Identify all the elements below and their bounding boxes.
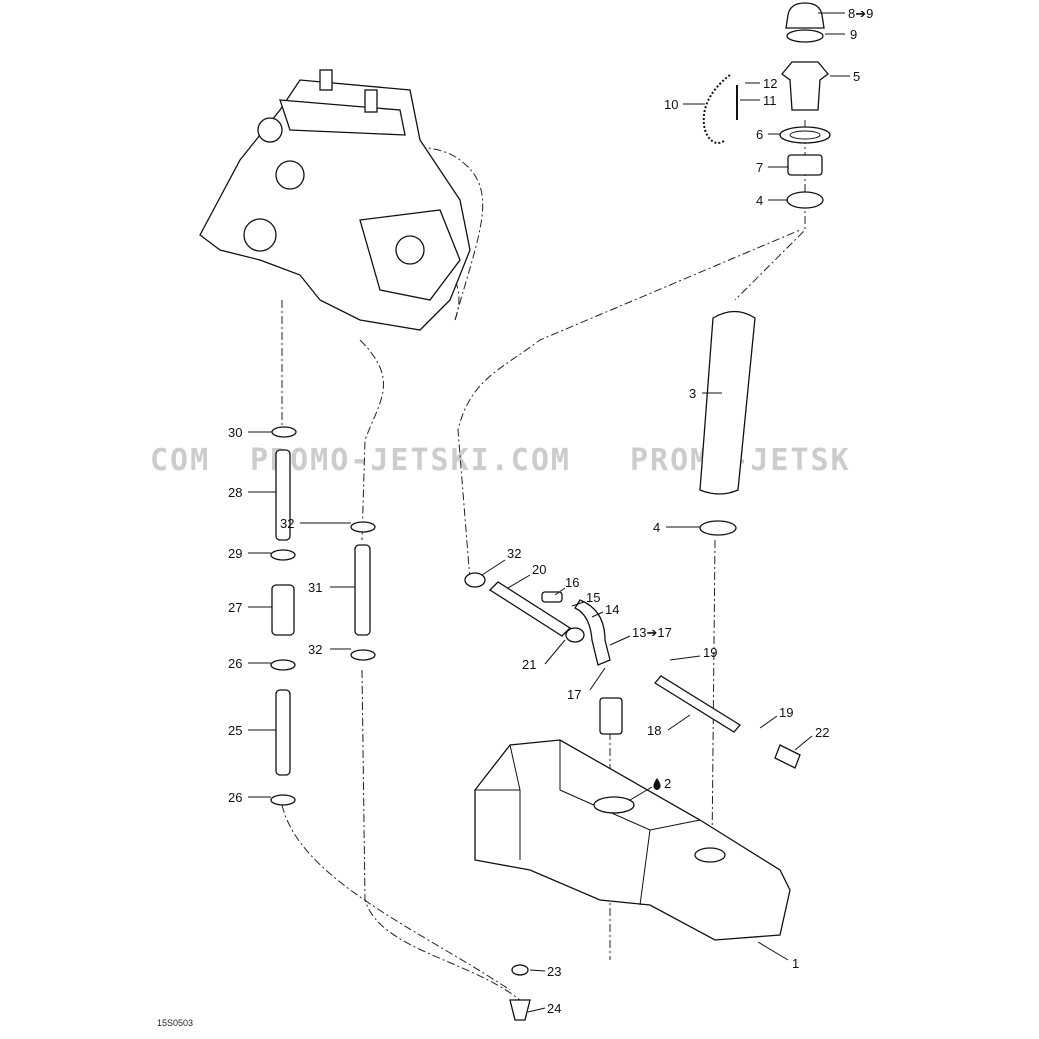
- callout-label: 19: [703, 645, 717, 660]
- callout-label: 25: [228, 723, 242, 738]
- callout-label: 29: [228, 546, 242, 561]
- callout-label: 10: [664, 97, 678, 112]
- callout-label: 12: [763, 76, 777, 91]
- callout-label: 1: [792, 956, 799, 971]
- callout-label: 17: [567, 687, 581, 702]
- callout-label: 16: [565, 575, 579, 590]
- callout-label: 28: [228, 485, 242, 500]
- fuel-line-parts: [270, 426, 376, 806]
- fuel-tank: [474, 739, 791, 941]
- watermark: PROMO-JETSKI.COM: [250, 443, 571, 478]
- callout-label: 4: [653, 520, 660, 535]
- engine-assembly: [199, 69, 471, 331]
- callout-label: 32: [308, 642, 322, 657]
- callout-label: 26: [228, 656, 242, 671]
- callout-label: 6: [756, 127, 763, 142]
- callout-label: 5: [853, 69, 860, 84]
- diagram-code: 15S0503: [157, 1018, 193, 1028]
- watermark-left: COM: [150, 443, 210, 478]
- callout-label: 22: [815, 725, 829, 740]
- callout-label: 7: [756, 160, 763, 175]
- leader-lines: [248, 12, 850, 1013]
- callout-labels: 8➔9 9 5 12 11 10 6 7 4 3 4 30 28 32 29 2…: [228, 6, 873, 1016]
- callout-label: 30: [228, 425, 242, 440]
- callout-label: 8➔9: [848, 6, 873, 21]
- drop-icon: [653, 778, 661, 790]
- callout-label: 21: [522, 657, 536, 672]
- callout-label: 24: [547, 1001, 561, 1016]
- valve-parts: [464, 572, 801, 769]
- callout-label: 27: [228, 600, 242, 615]
- callout-label: 23: [547, 964, 561, 979]
- callout-label: 2: [664, 776, 671, 791]
- callout-label: 11: [763, 93, 777, 108]
- callout-label: 32: [507, 546, 521, 561]
- callout-label: 20: [532, 562, 546, 577]
- callout-label: 31: [308, 580, 322, 595]
- callout-label: 19: [779, 705, 793, 720]
- callout-label: 9: [850, 27, 857, 42]
- callout-label: 4: [756, 193, 763, 208]
- callout-label: 18: [647, 723, 661, 738]
- callout-label: 32: [280, 516, 294, 531]
- fuel-cap-assembly: [702, 2, 831, 209]
- fill-hose: [699, 310, 756, 495]
- callout-label: 15: [586, 590, 600, 605]
- callout-label: 13➔17: [632, 625, 672, 640]
- callout-label: 14: [605, 602, 619, 617]
- callout-label: 3: [689, 386, 696, 401]
- callout-label: 26: [228, 790, 242, 805]
